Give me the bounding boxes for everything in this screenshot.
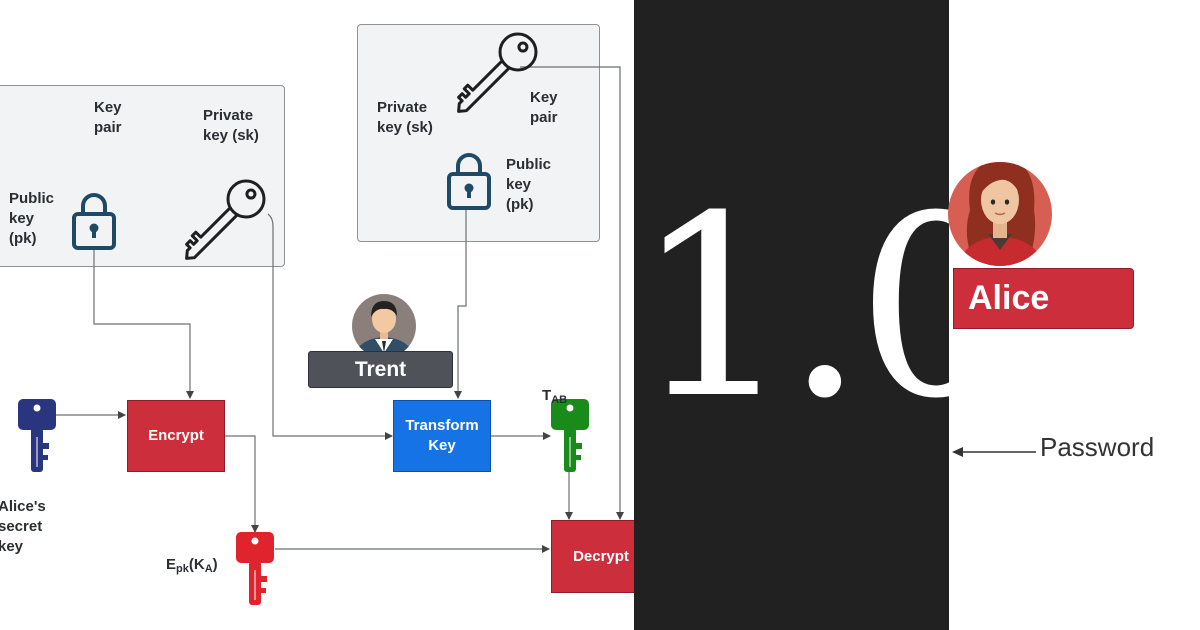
trent-avatar bbox=[352, 294, 416, 358]
e-paren-open: (K bbox=[188, 556, 205, 573]
left-private-key-label: Private key (sk) bbox=[203, 107, 259, 144]
key-pair-panel-right bbox=[357, 24, 600, 242]
e-sub-a: A bbox=[204, 563, 213, 575]
t-ab-label-base: T bbox=[542, 387, 552, 404]
transform-key-box: Transform Key bbox=[393, 400, 491, 472]
key-pair-panel-left bbox=[0, 85, 285, 267]
t-ab-label-sub: AB bbox=[551, 394, 568, 406]
alice-secret-key-icon bbox=[18, 399, 56, 472]
alice-nameplate: Alice bbox=[953, 268, 1134, 329]
left-public-key-label: Public key (pk) bbox=[9, 190, 55, 247]
e-paren-close: ) bbox=[212, 556, 218, 573]
right-key-pair-label: Key pair bbox=[530, 89, 558, 126]
t-ab-label: TAB bbox=[542, 366, 567, 410]
left-arrow-icon bbox=[952, 447, 1036, 457]
encrypted-key-icon bbox=[236, 532, 274, 605]
password-label: Password bbox=[1040, 432, 1155, 462]
version-number: 1.0 bbox=[634, 162, 949, 453]
alice-avatar bbox=[948, 162, 1052, 266]
connector-lines bbox=[56, 66, 624, 553]
alice-secret-key-label: Alice's secret key bbox=[0, 498, 46, 555]
e-sub-pk: pk bbox=[176, 563, 189, 575]
encrypted-key-label: Epk(KA) bbox=[166, 535, 218, 579]
trent-nameplate: Trent bbox=[308, 351, 453, 388]
padlock-icon bbox=[447, 153, 491, 210]
right-private-key-label: Private key (sk) bbox=[377, 99, 433, 136]
private-key-outline-icon bbox=[457, 32, 538, 113]
left-key-pair-label: Key pair bbox=[94, 99, 122, 136]
private-key-outline-icon bbox=[185, 179, 266, 260]
encrypt-box: Encrypt bbox=[127, 400, 225, 472]
version-panel: 1.0 bbox=[634, 0, 949, 630]
t-ab-key-icon bbox=[551, 399, 589, 472]
padlock-icon bbox=[72, 193, 116, 250]
right-public-key-label: Public key (pk) bbox=[506, 156, 552, 213]
e-main: E bbox=[166, 556, 177, 573]
